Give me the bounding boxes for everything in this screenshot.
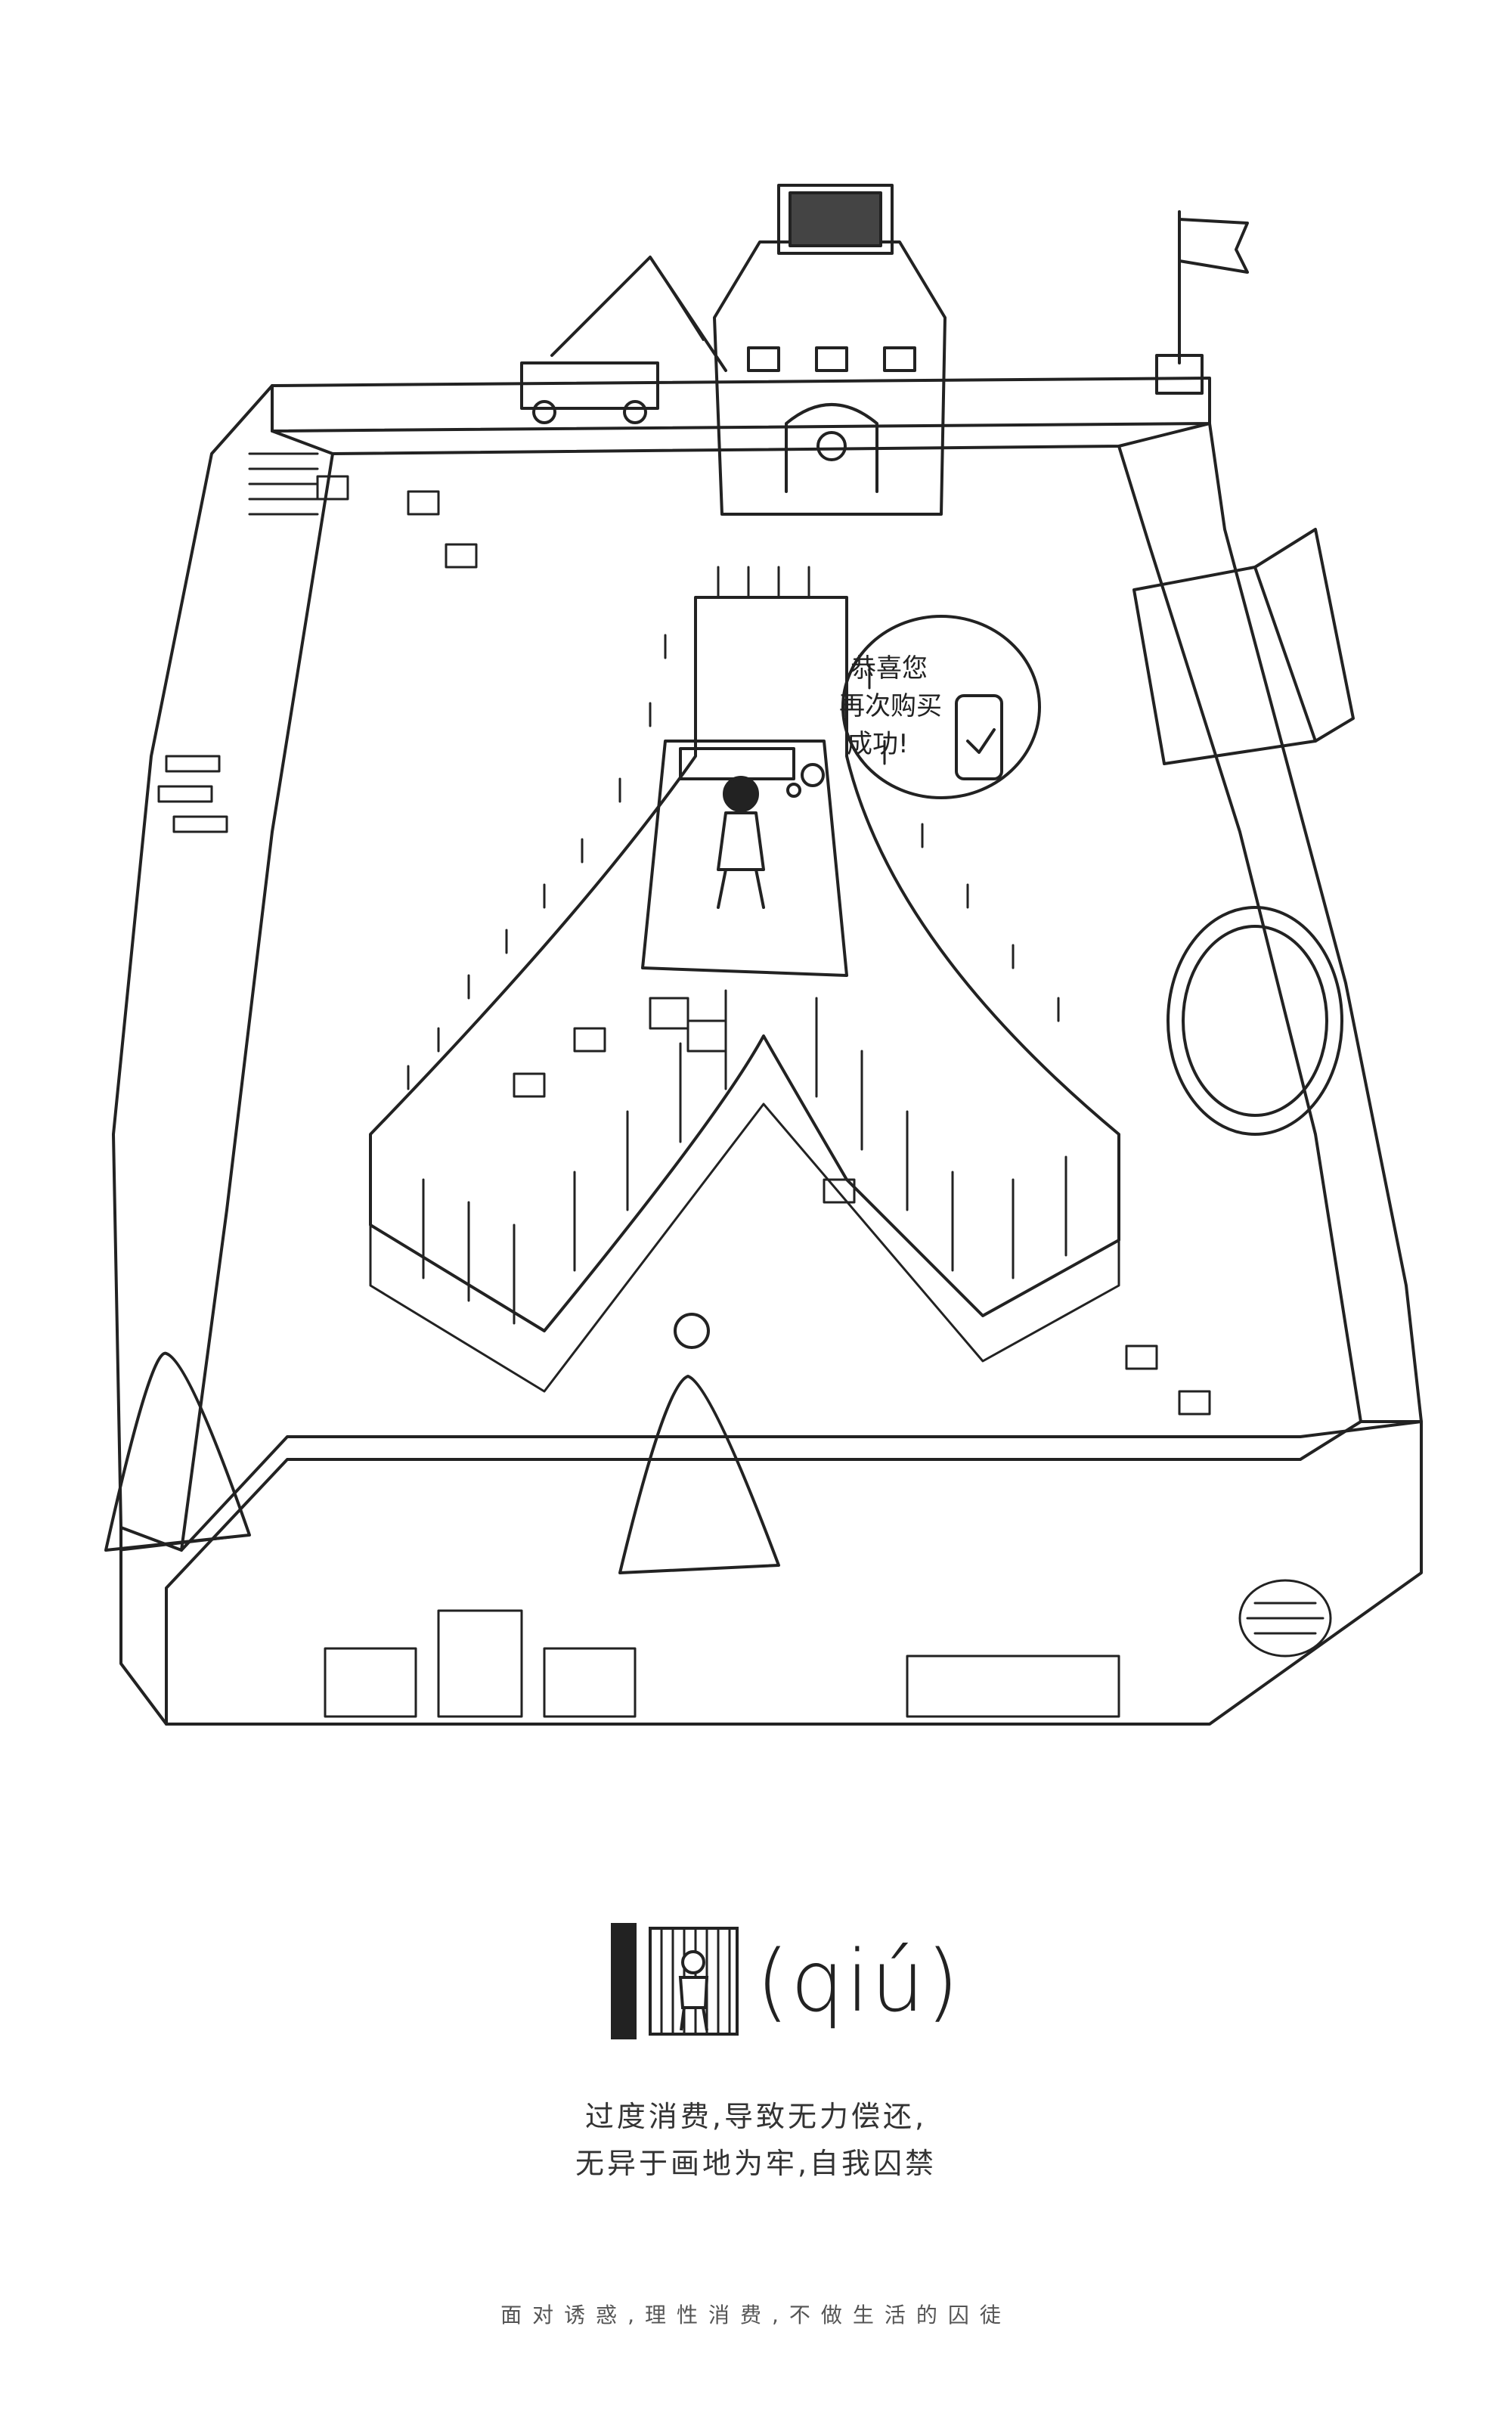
center-dome bbox=[618, 1313, 780, 1574]
crane-icon bbox=[520, 256, 727, 424]
open-box bbox=[1132, 528, 1355, 765]
spike-fence bbox=[407, 566, 1067, 1325]
left-dome bbox=[104, 1351, 251, 1552]
speech-bubble bbox=[786, 615, 1041, 799]
ren-character-platform bbox=[369, 596, 1120, 1393]
bubble-line-3: 成功! bbox=[847, 729, 909, 759]
speech-bubble-text: 恭喜您 再次购买 成功! bbox=[839, 653, 942, 759]
caption-line-2: 无异于画地为牢,自我囚禁 bbox=[575, 2147, 937, 2180]
bubble-line-1: 恭喜您 bbox=[850, 653, 928, 684]
enclosure-walls bbox=[112, 377, 1423, 1726]
flag-icon bbox=[1155, 210, 1249, 395]
striped-stairs bbox=[248, 452, 319, 516]
caption-line-1: 过度消费,导致无力偿还, bbox=[584, 2100, 928, 2133]
line-art-illustration: 恭喜您 再次购买 成功! bbox=[104, 184, 1423, 1726]
main-building bbox=[713, 184, 947, 516]
product-plate bbox=[1167, 906, 1343, 1136]
prison-character-icon bbox=[611, 1923, 739, 2039]
scattered-boxes bbox=[157, 475, 1211, 1416]
bubble-line-2: 再次购买 bbox=[839, 691, 942, 721]
pinyin-label: (qiú) bbox=[756, 1933, 961, 2031]
bottom-facade bbox=[324, 1579, 1332, 1718]
person-on-phone bbox=[717, 776, 765, 909]
slogan: 面对诱惑,理性消费,不做生活的囚徒 bbox=[500, 2303, 1012, 2328]
